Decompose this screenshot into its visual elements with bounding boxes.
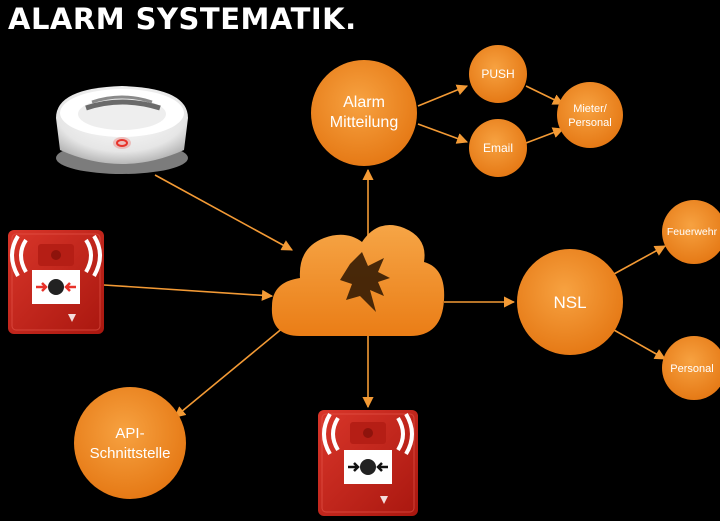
page-title: ALARM SYSTEMATIK. <box>8 2 357 36</box>
wolf-logo-icon <box>340 252 390 312</box>
node-mieter: Mieter/ Personal <box>557 82 623 148</box>
node-alarm-label-1: Alarm <box>343 94 385 111</box>
node-feuerwehr: Feuerwehr <box>662 200 720 264</box>
node-mieter-label-2: Personal <box>568 117 611 129</box>
call-point-bottom-icon <box>318 410 418 516</box>
node-push: PUSH <box>469 45 527 103</box>
node-feuerwehr-label: Feuerwehr <box>667 226 718 238</box>
node-alarm: Alarm Mitteilung <box>311 60 417 166</box>
arrow-email-to-mieter <box>525 127 565 144</box>
arrow-alarm-to-email <box>417 123 469 144</box>
arrow-cloud-to-api <box>174 321 291 418</box>
node-alarm-label-2: Mitteilung <box>330 114 398 131</box>
arrow-push-to-mieter <box>525 85 565 105</box>
arrow-detector-to-cloud <box>154 174 293 251</box>
node-email-label: Email <box>483 141 513 155</box>
node-nsl: NSL <box>517 249 623 355</box>
node-push-label: PUSH <box>481 67 514 81</box>
node-personal: Personal <box>662 336 720 400</box>
node-api-label-1: API- <box>115 425 144 442</box>
node-mieter-label-1: Mieter/ <box>573 103 608 115</box>
node-api: API- Schnittstelle <box>74 387 186 499</box>
arrow-callpoint-to-cloud <box>103 284 274 301</box>
node-nsl-label: NSL <box>553 293 586 312</box>
node-personal-label: Personal <box>670 363 713 375</box>
arrow-alarm-to-push <box>417 84 469 107</box>
node-email: Email <box>469 119 527 177</box>
call-point-left-icon <box>8 230 104 334</box>
arrow-nsl-to-personal <box>613 329 666 360</box>
node-api-label-2: Schnittstelle <box>90 445 171 462</box>
cloud-icon <box>271 225 445 336</box>
smoke-detector-icon <box>56 86 188 174</box>
connector-lines <box>103 84 666 418</box>
arrow-nsl-to-feuerwehr <box>613 245 666 275</box>
